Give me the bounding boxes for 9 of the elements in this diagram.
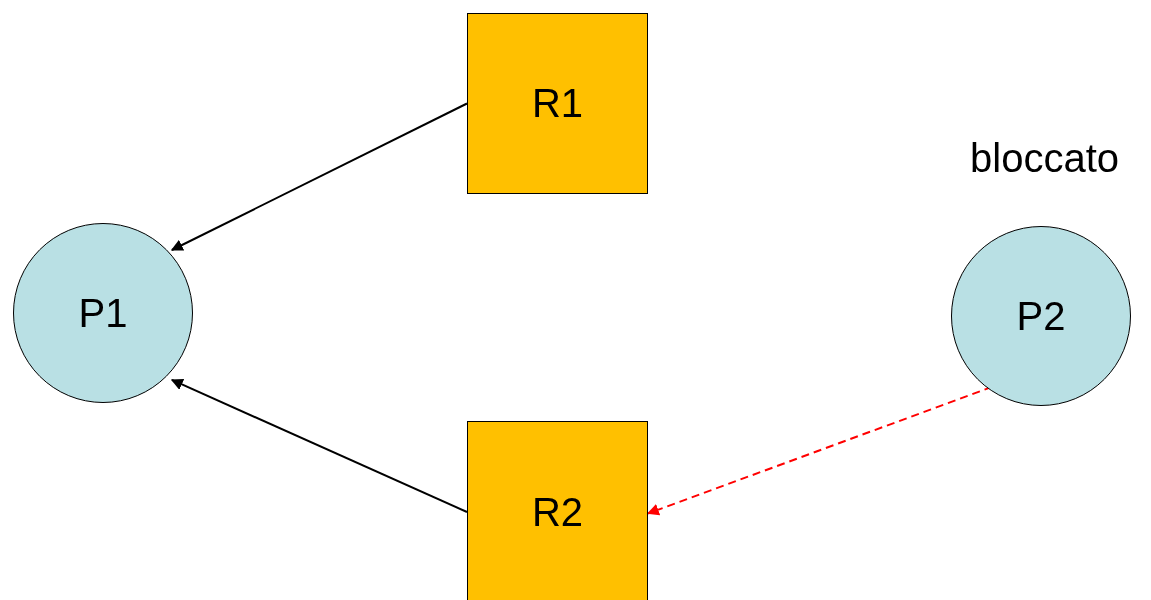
node-label: R1 <box>531 81 584 126</box>
arrow <box>170 378 468 513</box>
status-label: bloccato <box>970 136 1119 181</box>
node-label: P1 <box>78 290 128 336</box>
resource-box <box>467 421 648 600</box>
node-label: P2 <box>1016 293 1066 339</box>
arrow <box>170 102 468 251</box>
resource-box <box>467 13 648 194</box>
node-label: R2 <box>531 489 584 535</box>
